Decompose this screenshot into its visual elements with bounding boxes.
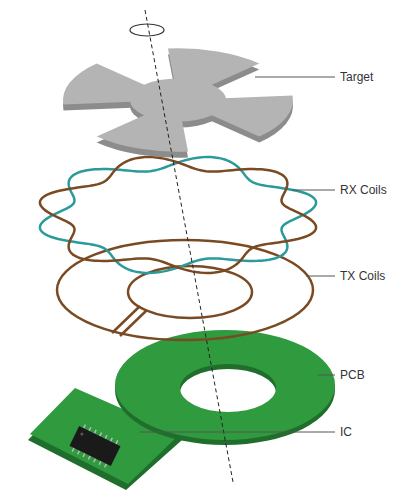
part-label: TX Coils [340,269,385,283]
part-label: Target [340,70,373,84]
tx-coil [57,240,313,340]
rx-coil-loop [40,157,316,273]
ic-chip [68,422,122,469]
rx-coil [40,157,316,273]
rx-coil-loop [40,157,316,273]
rotation-ring [130,24,164,36]
part-label: RX Coils [340,183,387,197]
leader-lines [140,77,335,432]
part-label: IC [340,425,352,439]
pcb-board [28,330,335,490]
rotation-axis [145,10,233,482]
target-disc [53,44,302,162]
part-label: PCB [340,368,365,382]
